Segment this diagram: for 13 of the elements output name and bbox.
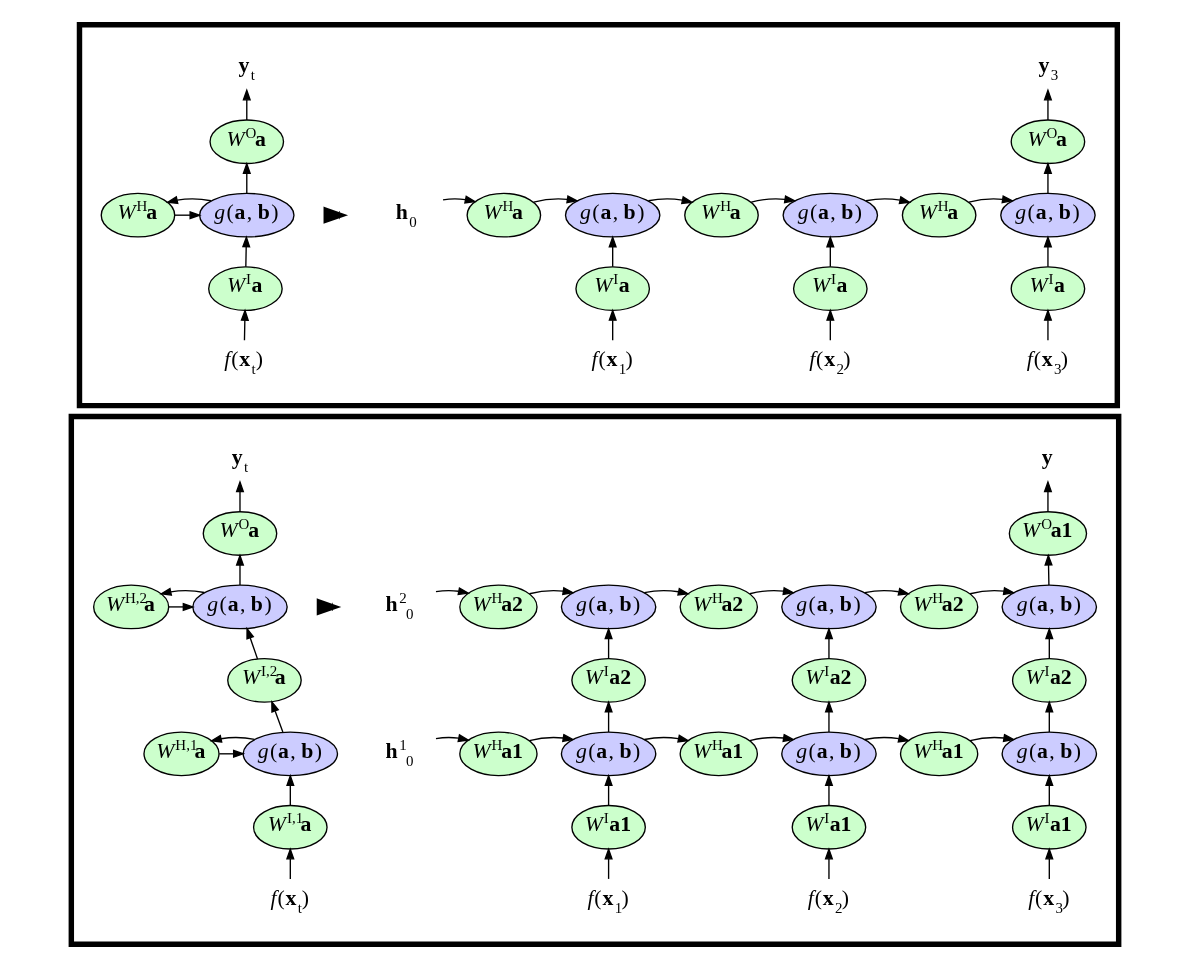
- node-text: f(x$_{3}$): [1028, 885, 1070, 916]
- node-text: f(x$_{t}$): [224, 346, 263, 377]
- node-text: f(x$_{t}$): [270, 885, 310, 916]
- node-text: y$_{t}$: [238, 53, 256, 84]
- node-text: y$_{t}$: [231, 444, 249, 475]
- node-text: f(x$_{2}$): [809, 346, 851, 377]
- node-text: f(x$_{1}$): [591, 346, 633, 377]
- node-text: f(x$_{3}$): [1026, 346, 1069, 377]
- node-text: y$_{3}$: [1038, 53, 1059, 84]
- node-text: f(x$_{2}$): [807, 885, 850, 916]
- node-text: h$_{0}$: [395, 199, 417, 230]
- node-text: y: [1041, 444, 1053, 469]
- node-text: f(x$_{1}$): [587, 885, 629, 916]
